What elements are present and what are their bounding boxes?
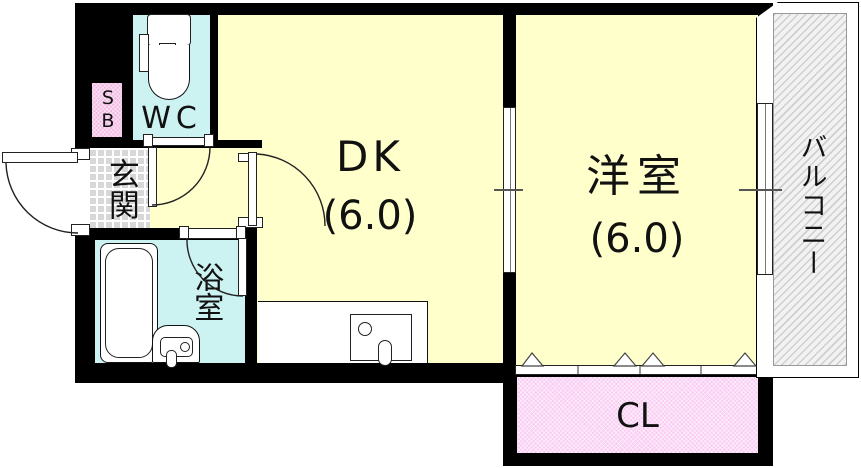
balcony-window <box>757 103 773 275</box>
western-room-size-label: (6.0) <box>589 216 685 262</box>
washbasin <box>152 325 200 368</box>
kitchen-counter <box>258 301 428 366</box>
wc-door-leaf <box>148 147 157 207</box>
toilet-flush-lever <box>139 34 149 72</box>
dk-door-leaf <box>248 152 257 226</box>
washbasin-drain <box>180 342 190 352</box>
western-room-floor <box>516 15 758 366</box>
bath-door-leaf <box>238 238 247 296</box>
dk-size-label: (6.0) <box>322 193 418 239</box>
balcony-label: バルコニー <box>795 132 827 278</box>
entrance-door-arc <box>5 162 79 234</box>
western-room-label: 洋室 <box>586 150 688 202</box>
bath-label: 浴室 <box>188 262 224 322</box>
shoebox-area: SB <box>92 83 122 137</box>
toilet-bowl <box>148 45 190 100</box>
wc-label: WC <box>141 100 202 136</box>
toilet-tank <box>147 14 191 46</box>
bath-right-wall <box>245 228 257 363</box>
closet-label: CL <box>616 396 659 437</box>
kitchen-faucet <box>358 322 372 336</box>
entrance-door-post-bottom <box>71 224 90 236</box>
entrance-door-opening <box>75 150 90 235</box>
bath-door-opening <box>185 228 242 239</box>
entrance-door-leaf <box>2 152 78 163</box>
bathtub-inner <box>105 248 153 358</box>
closet-sliding-doors <box>515 365 758 375</box>
dk-label: DK <box>336 131 404 181</box>
wc-door-post-right <box>204 134 214 147</box>
partition-window <box>503 107 516 273</box>
bath-door-post-left <box>179 226 189 239</box>
hall-wall-stub <box>218 140 262 148</box>
kitchen-drain <box>378 340 392 366</box>
wc-door-post-left <box>143 134 153 147</box>
closet-floor <box>517 377 758 453</box>
entrance-floor <box>90 148 150 228</box>
wc-door-opening <box>148 137 211 146</box>
bathtub <box>100 243 158 363</box>
entrance-label: 玄関 <box>102 158 139 220</box>
washbasin-faucet <box>166 350 177 368</box>
